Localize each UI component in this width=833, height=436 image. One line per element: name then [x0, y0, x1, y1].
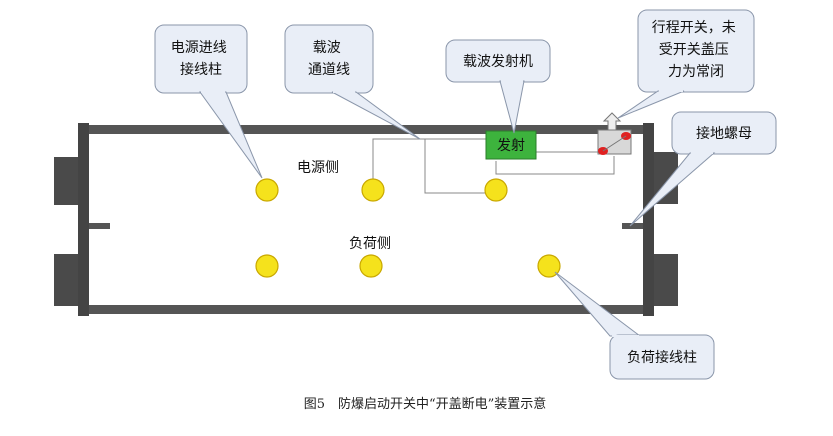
callout-carrier-transmitter-text: 载波发射机	[463, 54, 533, 70]
wiring	[372, 138, 615, 194]
svg-text:行程开关，未 受开关盖压 力为常闭: 行程开关，未 受开关盖压 力为常闭	[652, 20, 740, 80]
svg-text:载波 通道线: 载波 通道线	[308, 40, 350, 78]
callout-carrier-channel-line2: 通道线	[308, 62, 350, 78]
callout-travel-switch-line2: 受开关盖压	[659, 42, 729, 58]
figure-caption: 图5 防爆启动开关中“开盖断电”装置示意	[304, 396, 547, 412]
transmitter-box	[485, 130, 537, 160]
left-post	[78, 123, 89, 316]
callout-travel-switch-line3: 力为常闭	[668, 64, 724, 80]
load-terminal-3	[537, 254, 561, 278]
callout-ground-nut-text: 接地螺母	[696, 125, 752, 142]
terminals	[255, 178, 561, 278]
left-flange-bottom	[54, 254, 78, 306]
carrier-transmitter: 发射	[485, 130, 537, 160]
callout-carrier-transmitter: 载波发射机	[445, 39, 551, 134]
enclosure-frame	[54, 123, 678, 316]
callout-load-terminal-text: 负荷接线柱	[627, 349, 697, 366]
callout-power-terminal: 电源进线 接线柱	[154, 24, 263, 179]
ground-nut	[622, 223, 643, 229]
switch-actuator-arrow	[602, 112, 622, 131]
power-terminal-1	[255, 178, 279, 202]
power-terminal-3	[484, 178, 508, 202]
callout-load-terminal: 负荷接线柱	[554, 271, 715, 380]
load-side-label: 负荷侧	[349, 236, 391, 252]
power-terminal-2	[361, 178, 385, 202]
switch-wire-lower	[495, 156, 615, 175]
carrier-channel-wire	[372, 138, 486, 183]
load-terminal-2	[359, 254, 383, 278]
switch-lever	[602, 135, 627, 152]
travel-switch	[597, 112, 632, 155]
callout-power-terminal-line2: 接线柱	[180, 61, 222, 78]
callout-travel-switch-line1: 行程开关，未	[652, 20, 736, 36]
callout-carrier-channel: 载波 通道线	[284, 24, 421, 140]
left-flange-top	[54, 157, 78, 205]
callout-power-terminal-line1: 电源进线	[171, 40, 227, 56]
svg-text:电源进线 接线柱: 电源进线 接线柱	[171, 40, 231, 78]
transmitter-box-label: 发射	[497, 138, 525, 154]
carrier-channel-wire-2	[424, 139, 487, 194]
callout-carrier-channel-line1: 载波	[313, 40, 341, 56]
right-flange-bottom	[654, 254, 678, 306]
power-side-label: 电源侧	[297, 160, 339, 176]
top-rail	[82, 125, 652, 134]
left-inner-tab	[89, 223, 110, 229]
bottom-rail	[82, 305, 652, 314]
callout-travel-switch: 行程开关，未 受开关盖压 力为常闭	[617, 9, 755, 119]
load-terminal-1	[255, 254, 279, 278]
callout-ground-nut: 接地螺母	[629, 111, 777, 227]
right-post	[643, 123, 654, 316]
